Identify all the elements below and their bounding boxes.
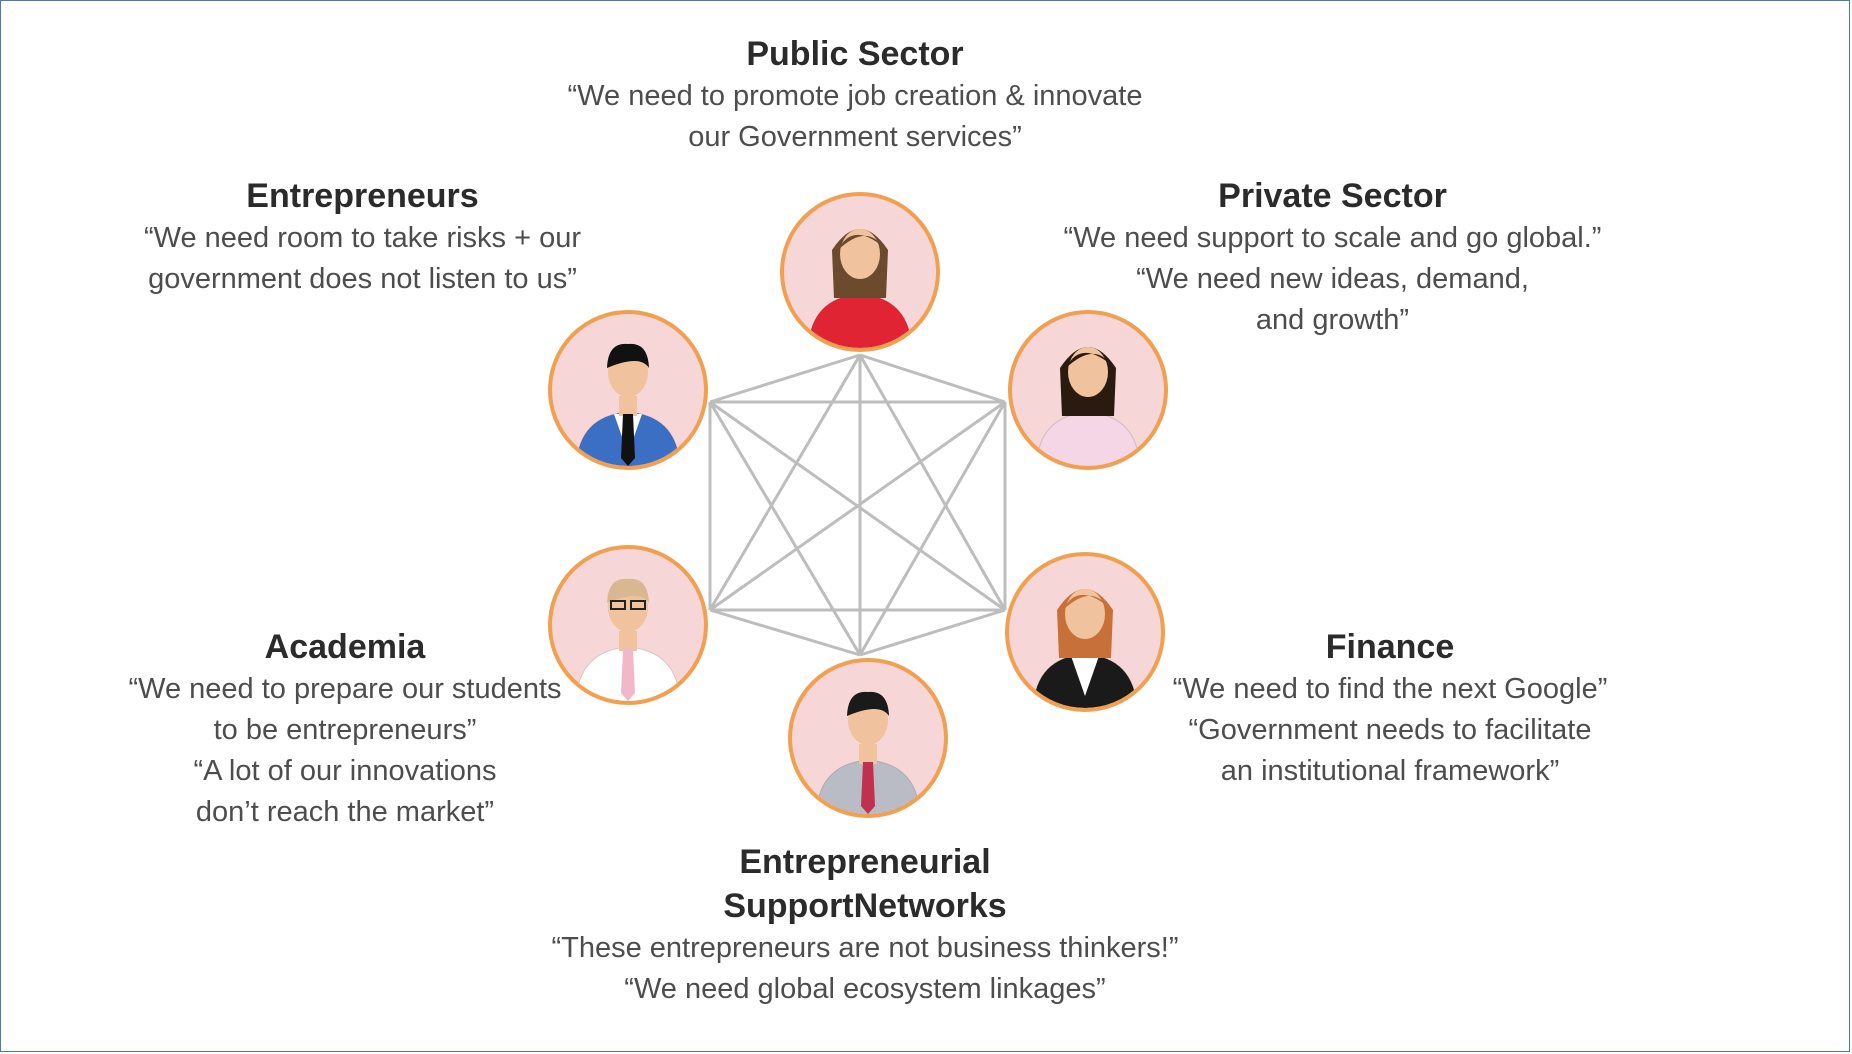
- person-glasses-left: [610, 600, 626, 610]
- public-sector-title: Public Sector: [520, 32, 1190, 76]
- finance-title: Finance: [1140, 625, 1640, 669]
- public-sector-block: Public Sector “We need to promote job cr…: [520, 32, 1190, 158]
- support-networks-block: Entrepreneurial SupportNetworks “These e…: [495, 840, 1235, 1010]
- quote-line: “These entrepreneurs are not business th…: [551, 932, 1179, 964]
- entrepreneurs-quote: “We need room to take risks + our govern…: [90, 218, 635, 300]
- entrepreneurs-title: Entrepreneurs: [90, 174, 635, 218]
- public-sector-quote: “We need to promote job creation & innov…: [520, 76, 1190, 158]
- node-ring: [548, 310, 708, 470]
- connector-private_sector-support_networks: [858, 401, 1007, 656]
- support-networks-title: Entrepreneurial SupportNetworks: [495, 840, 1235, 928]
- title-line: Entrepreneurs: [246, 177, 479, 215]
- quote-line: “We need global ecosystem linkages”: [624, 973, 1106, 1005]
- quote-line: “We need to promote job creation & innov…: [567, 80, 1143, 112]
- person-head: [840, 229, 880, 279]
- quote-line: “We need new ideas, demand,: [1136, 263, 1529, 295]
- quote-line: “We need to prepare our students: [128, 673, 562, 705]
- person-hair: [607, 343, 649, 368]
- node-ring: [788, 658, 948, 818]
- woman-blazer-icon: [1032, 589, 1138, 708]
- person-hair: [607, 578, 649, 603]
- connector-support_networks-academia: [709, 608, 861, 657]
- quote-line: don’t reach the market”: [195, 796, 495, 828]
- academia-title: Academia: [80, 625, 610, 669]
- person-neck: [619, 396, 637, 416]
- quote-line: an institutional framework”: [1220, 755, 1560, 787]
- private-sector-title: Private Sector: [1035, 174, 1630, 218]
- person-hair: [847, 691, 889, 716]
- node-ring: [548, 545, 708, 705]
- person-tie: [621, 414, 635, 466]
- quote-line: government does not listen to us”: [148, 263, 577, 295]
- private-sector-block: Private Sector “We need support to scale…: [1035, 174, 1630, 341]
- connector-finance-entrepreneurs: [709, 400, 1006, 612]
- person-collar: [1071, 656, 1099, 696]
- private-sector-quote: “We need support to scale and go global.…: [1035, 218, 1630, 341]
- quote-line: and growth”: [1255, 304, 1410, 336]
- title-line: Private Sector: [1218, 177, 1447, 215]
- man-suit-tie-icon: [575, 343, 681, 466]
- person-tie: [621, 649, 635, 701]
- node-ring: [780, 192, 940, 352]
- public-sector-node: [780, 192, 940, 352]
- quote-line: “We need to find the next Google”: [1172, 673, 1608, 705]
- person-glasses-right: [630, 600, 646, 610]
- entrepreneurs-block: Entrepreneurs “We need room to take risk…: [90, 174, 635, 300]
- support-networks-node: [788, 658, 948, 818]
- connector-lines: [708, 353, 1007, 657]
- academia-node: [548, 545, 708, 705]
- quote-line: “A lot of our innovations: [193, 755, 497, 787]
- finance-block: Finance “We need to find the next Google…: [1140, 625, 1640, 792]
- title-line: Academia: [264, 628, 426, 666]
- person-tie: [861, 762, 875, 814]
- person-hair-front: [1063, 594, 1107, 610]
- person-neck: [859, 744, 877, 764]
- academia-block: Academia “We need to prepare our student…: [80, 625, 610, 833]
- stakeholder-nodes: [548, 192, 1168, 818]
- person-hair-front: [1066, 352, 1110, 368]
- quote-line: “We need room to take risks + our: [143, 222, 582, 254]
- connector-support_networks-entrepreneurs: [708, 401, 862, 656]
- private-sector-node: [1008, 310, 1168, 470]
- connector-finance-support_networks: [859, 608, 1006, 657]
- quote-line: “We need support to scale and go global.…: [1063, 222, 1602, 254]
- finance-quote: “We need to find the next Google” “Gover…: [1140, 669, 1640, 792]
- quote-line: our Government services”: [688, 121, 1022, 153]
- title-line: Finance: [1325, 628, 1455, 666]
- academia-quote: “We need to prepare our students to be e…: [80, 669, 610, 833]
- person-hair-front: [838, 234, 882, 250]
- person-head: [1068, 347, 1108, 397]
- node-ring: [1005, 552, 1165, 712]
- woman-red-top-icon: [807, 229, 913, 348]
- quote-line: “Government needs to facilitate: [1188, 714, 1592, 746]
- connector-public_sector-private_sector: [859, 353, 1006, 404]
- title-line: Entrepreneurial: [739, 843, 991, 881]
- entrepreneurs-node: [548, 310, 708, 470]
- title-line: Public Sector: [746, 35, 964, 73]
- finance-node: [1005, 552, 1165, 712]
- connector-public_sector-entrepreneurs: [709, 353, 861, 404]
- person-head: [1065, 589, 1105, 639]
- title-line: SupportNetworks: [723, 887, 1007, 925]
- person-neck: [619, 631, 637, 651]
- man-glasses-icon: [575, 578, 681, 701]
- woman-ponytail-icon: [1035, 347, 1141, 466]
- node-ring: [1008, 310, 1168, 470]
- man-gray-shirt-icon: [815, 691, 921, 814]
- quote-line: to be entrepreneurs”: [213, 714, 477, 746]
- connector-public_sector-academia: [708, 354, 862, 611]
- connector-public_sector-finance: [858, 354, 1007, 611]
- support-networks-quote: “These entrepreneurs are not business th…: [495, 928, 1235, 1010]
